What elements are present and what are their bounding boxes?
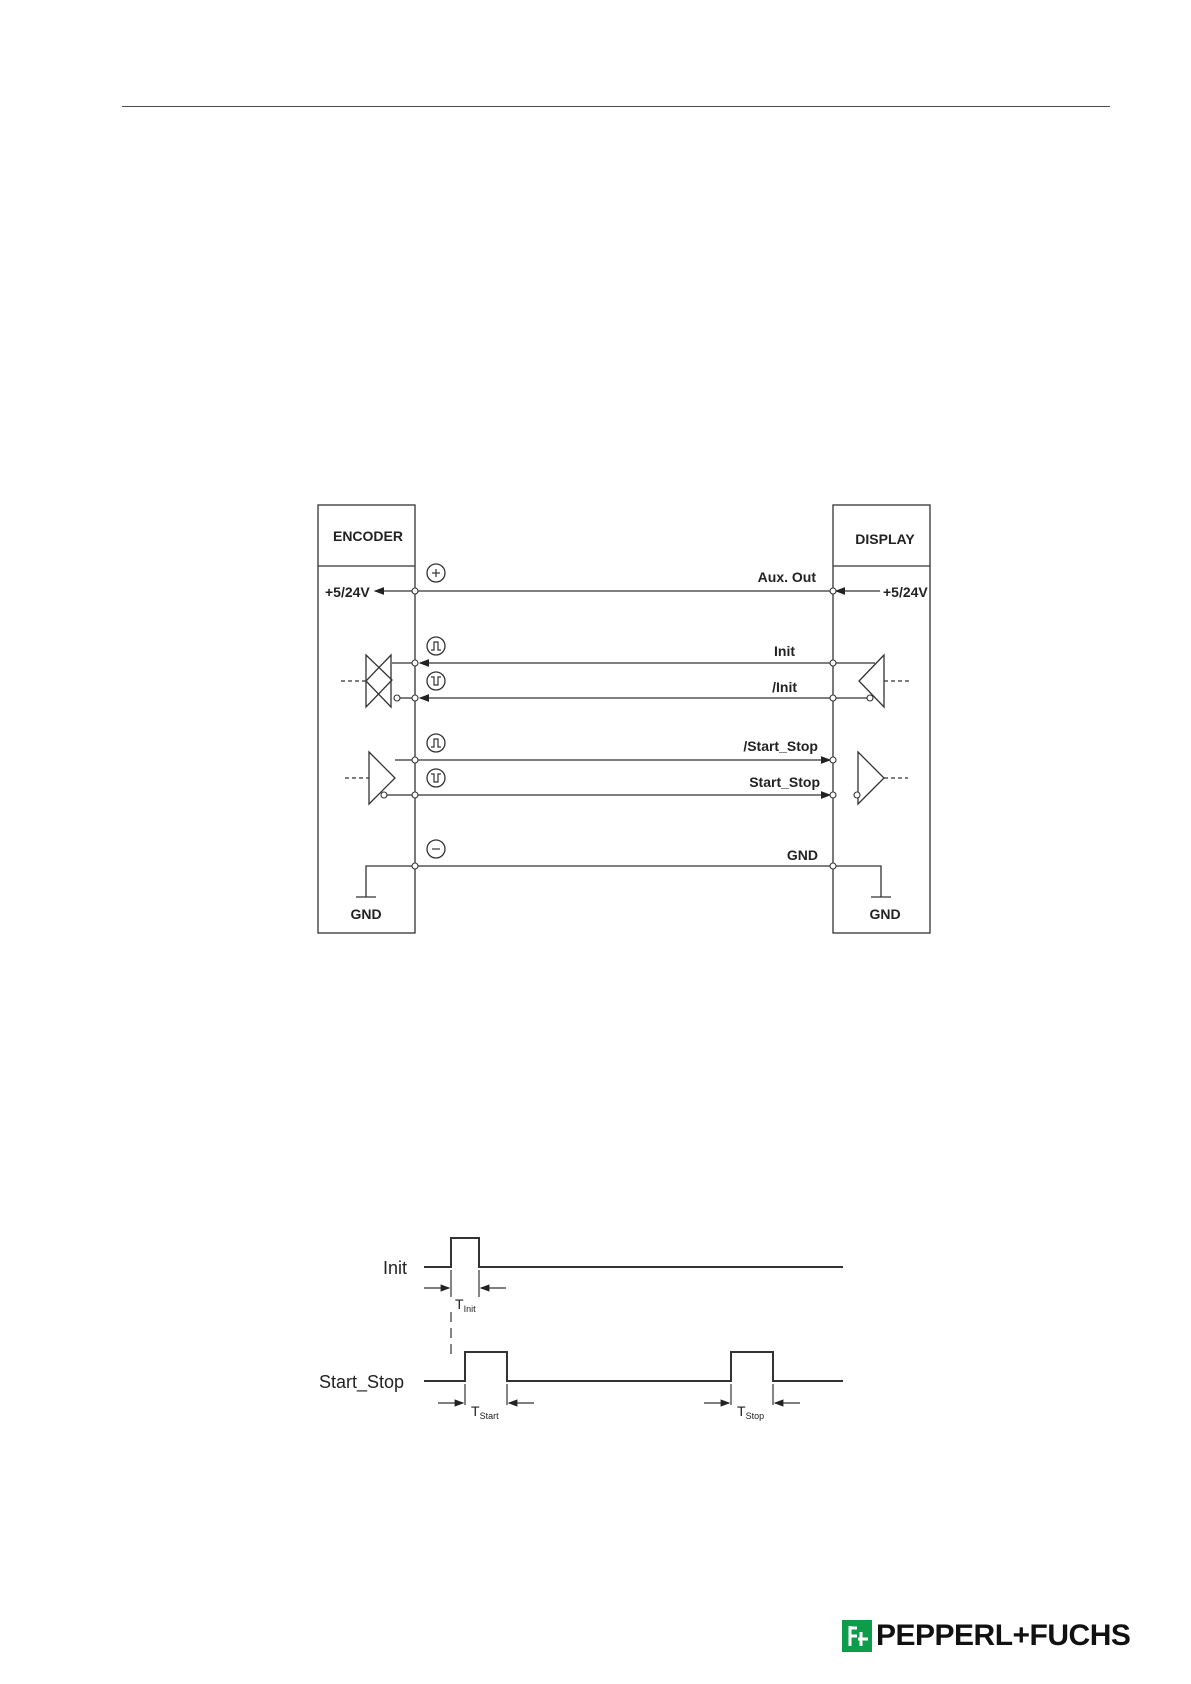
start-stop-inv-label: /Start_Stop (743, 738, 818, 754)
t-start: TStart (471, 1403, 499, 1421)
init-inv-label: /Init (772, 679, 797, 695)
timing-start-stop-label: Start_Stop (319, 1372, 404, 1393)
brand-logo: PEPPERL+FUCHS (842, 1618, 1130, 1654)
display-gnd-label: GND (869, 906, 900, 922)
start-stop-waveform (424, 1352, 843, 1381)
brand-mark-icon (842, 1620, 872, 1652)
encoder-label: ENCODER (333, 528, 403, 544)
encoder-supply: +5/24V (325, 584, 370, 600)
start-stop-label: Start_Stop (749, 774, 820, 790)
init-label: Init (774, 643, 795, 659)
t-init: TInit (455, 1296, 476, 1314)
timing-diagram: Init Start_Stop TInit TStart TStop (0, 1200, 1191, 1460)
encoder-receiver (366, 655, 392, 707)
brand-name: PEPPERL+FUCHS (876, 1618, 1130, 1654)
display-label: DISPLAY (855, 531, 915, 547)
aux-out-label: Aux. Out (758, 569, 817, 585)
t-stop: TStop (737, 1403, 764, 1421)
gnd-line-label: GND (787, 847, 818, 863)
encoder-gnd-label: GND (350, 906, 381, 922)
wiring-diagram: ENCODER DISPLAY +5/24V +5/24V Aux. Out I… (0, 0, 1191, 1000)
display-supply: +5/24V (883, 584, 928, 600)
timing-init-label: Init (383, 1258, 407, 1278)
init-waveform (424, 1238, 843, 1267)
display-driver (858, 752, 884, 804)
